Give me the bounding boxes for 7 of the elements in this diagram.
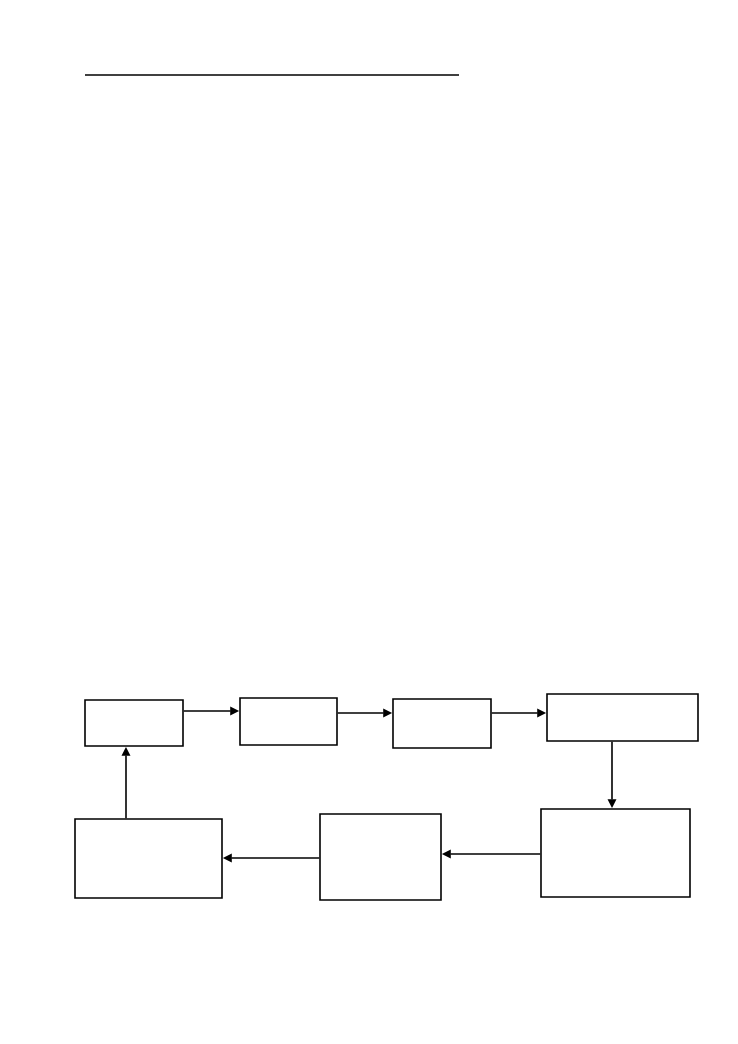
process-box [319, 813, 442, 901]
process-box [84, 699, 184, 747]
process-box [540, 808, 691, 898]
process-box [74, 818, 223, 899]
process-box [392, 698, 492, 749]
process-box [239, 697, 338, 746]
process-box [546, 693, 699, 742]
